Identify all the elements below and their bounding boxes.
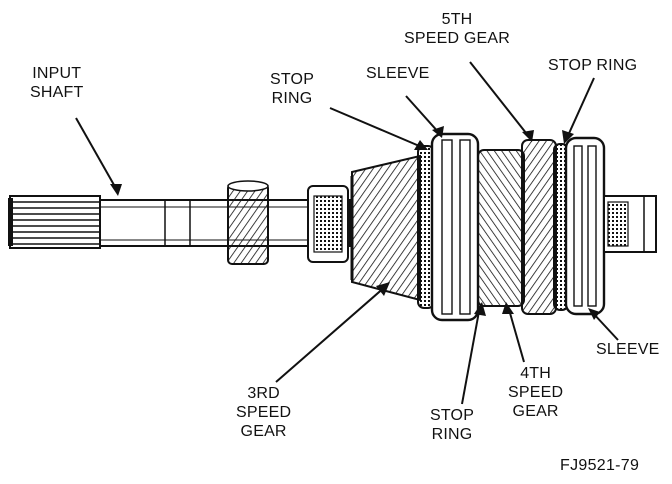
label-third-speed-gear-line1: 3RD (247, 385, 280, 402)
leader-stop-ring-bottom (461, 305, 481, 405)
leader-sleeve-top (405, 95, 441, 135)
label-stop-ring-bottom-line1: STOP (430, 407, 475, 424)
label-stop-ring-bottom-line2: RING (431, 426, 473, 443)
arrowhead-input-shaft (110, 184, 122, 196)
fourth-speed-gear-shape (477, 149, 525, 307)
splined-input-end (8, 195, 101, 249)
label-stop-ring-left-line1: STOP (270, 71, 315, 88)
leader-input-shaft (75, 117, 119, 193)
label-fifth-speed-gear-line2: SPEED GEAR (404, 30, 511, 47)
label-input-shaft-line1: INPUT (32, 65, 82, 82)
label-sleeve-right-line1: SLEEVE (596, 341, 660, 358)
output-end (603, 195, 657, 253)
label-third-speed-gear-line3: GEAR (240, 423, 287, 440)
label-stop-ring-right-line1: STOP RING (548, 57, 638, 74)
label-stop-ring-left-line2: RING (271, 90, 313, 107)
label-stop-ring-bottom: STOP RING (430, 406, 474, 444)
label-input-shaft: INPUT SHAFT (30, 64, 83, 102)
label-fifth-speed-gear-line1: 5TH (441, 11, 473, 28)
first-gear-small (227, 180, 269, 265)
leader-fifth-speed-gear (469, 61, 531, 139)
label-stop-ring-right: STOP RING (548, 56, 637, 75)
label-fourth-speed-gear-line3: GEAR (512, 403, 559, 420)
label-fourth-speed-gear-line2: SPEED (508, 384, 564, 401)
label-stop-ring-left: STOP RING (270, 70, 314, 108)
label-input-shaft-line2: SHAFT (30, 84, 84, 101)
label-fourth-speed-gear: 4TH SPEED GEAR (508, 364, 563, 421)
arrowhead-third-speed-gear (376, 282, 390, 296)
label-sleeve-right: SLEEVE (596, 340, 659, 359)
label-sleeve-top: SLEEVE (366, 64, 429, 83)
label-sleeve-top-line1: SLEEVE (366, 65, 430, 82)
leader-stop-ring-left (329, 107, 425, 149)
leader-third-speed-gear (275, 285, 387, 383)
arrowhead-stop-ring-bottom (474, 302, 486, 316)
leader-lines (75, 61, 619, 405)
fifth-speed-gear-shape (521, 139, 557, 315)
sleeve-right-shape (564, 136, 606, 316)
bearing (307, 185, 349, 263)
label-third-speed-gear: 3RD SPEED GEAR (236, 384, 291, 441)
arrowhead-sleeve-top (432, 126, 444, 138)
arrowhead-stop-ring-left (414, 140, 428, 150)
label-fourth-speed-gear-line1: 4TH (520, 365, 552, 382)
arrowhead-sleeve-right (588, 308, 600, 320)
leader-stop-ring-right (565, 77, 595, 141)
third-speed-gear-shape (350, 154, 421, 302)
label-fifth-speed-gear: 5TH SPEED GEAR (404, 10, 510, 48)
arrowhead-fourth-speed-gear (502, 302, 514, 314)
sleeve-top-shape (430, 132, 480, 322)
label-third-speed-gear-line2: SPEED (236, 404, 292, 421)
arrowhead-stop-ring-right (562, 130, 574, 144)
leader-fourth-speed-gear (507, 305, 525, 363)
figure-reference: FJ9521-79 (560, 457, 640, 474)
arrowhead-fifth-speed-gear (522, 130, 534, 142)
